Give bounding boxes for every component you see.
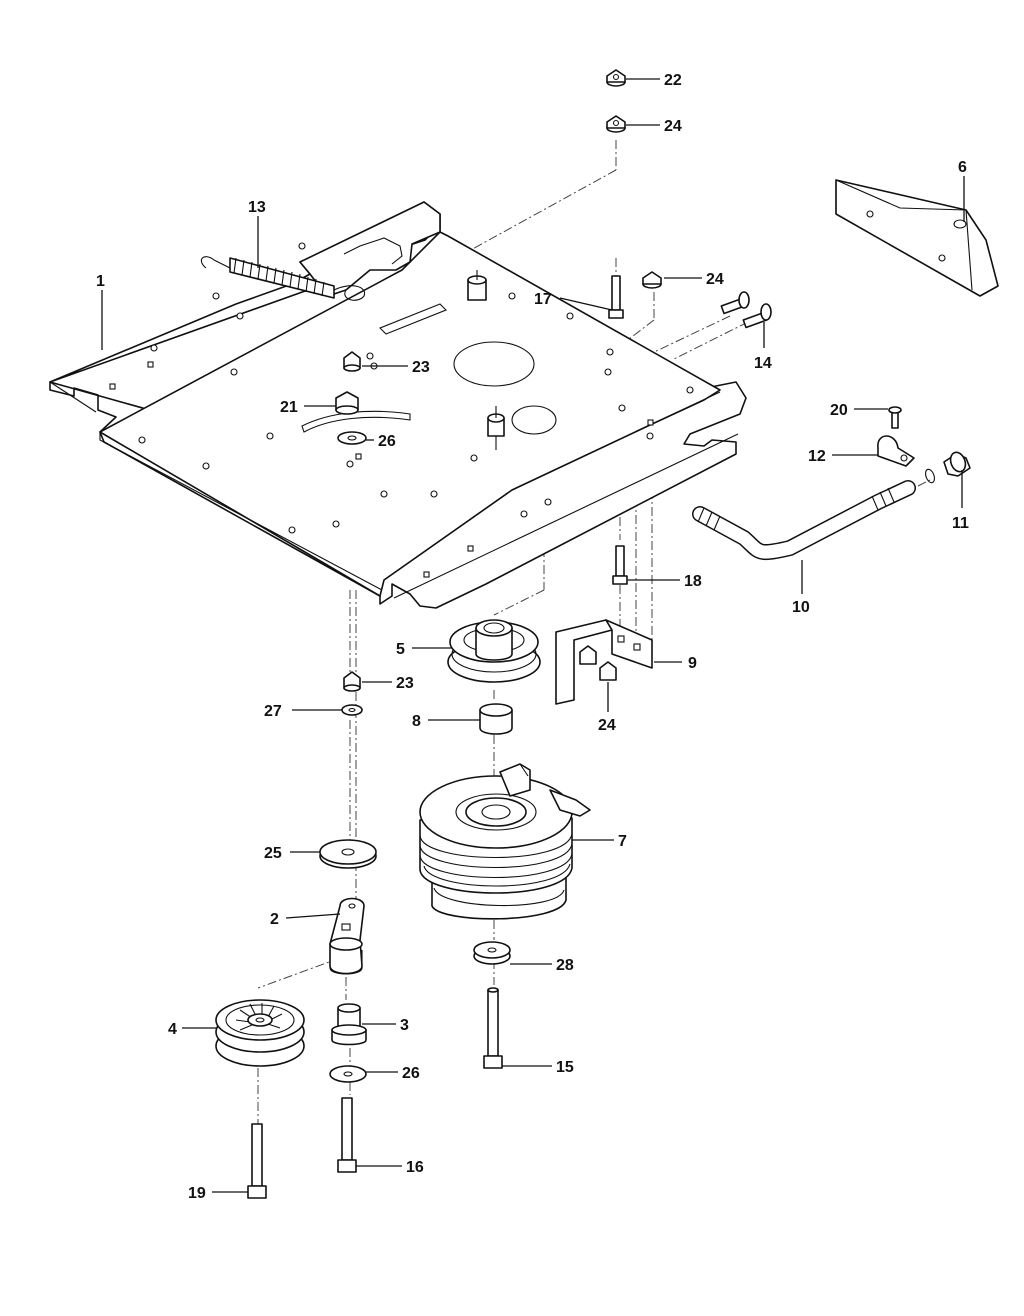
- hose-clamp-assembly: [877, 406, 971, 484]
- callout-14: 14: [754, 355, 772, 372]
- idler-pulley: [215, 999, 305, 1067]
- spacer-3-washer-bolt-16: [329, 1003, 367, 1173]
- callout-24: 24: [598, 717, 616, 734]
- idler-arm: [329, 897, 365, 975]
- callout-23: 23: [412, 359, 430, 376]
- callout-15: 15: [556, 1059, 574, 1076]
- callout-10: 10: [792, 599, 810, 616]
- callout-27: 27: [264, 703, 282, 720]
- bolt-19: [247, 1123, 267, 1199]
- callout-12: 12: [808, 448, 826, 465]
- tension-spring: [200, 256, 366, 301]
- callout-26: 26: [402, 1065, 420, 1082]
- callout-18: 18: [684, 573, 702, 590]
- washer-25: [319, 839, 377, 869]
- deck-plate: [49, 201, 747, 609]
- callout-16: 16: [406, 1159, 424, 1176]
- callout-leaders: [101, 78, 965, 1193]
- washer-28: [473, 941, 511, 965]
- callout-21: 21: [280, 399, 298, 416]
- callout-7: 7: [618, 833, 627, 850]
- lower-nut-washer: [341, 671, 363, 716]
- callout-8: 8: [412, 713, 421, 730]
- callout-24: 24: [706, 271, 724, 288]
- callout-4: 4: [168, 1021, 177, 1038]
- callout-20: 20: [830, 402, 848, 419]
- flange-nut-mid: [642, 271, 662, 289]
- callout-13: 13: [248, 199, 266, 216]
- bolt-15: [483, 987, 503, 1069]
- flange-nut-top: [606, 69, 626, 133]
- callout-2: 2: [270, 911, 279, 928]
- callout-22: 22: [664, 72, 682, 89]
- mounting-bracket: [835, 179, 999, 297]
- callout-11: 11: [952, 515, 969, 532]
- carriage-bolts: [720, 291, 772, 329]
- callout-28: 28: [556, 957, 574, 974]
- bracket-9: [555, 619, 653, 705]
- spacer-8: [479, 703, 513, 735]
- callout-19: 19: [188, 1185, 206, 1202]
- callout-23: 23: [396, 675, 414, 692]
- callout-numbers: 22 24 6 13 1 17 24 14 23 21 26 20 12 11 …: [96, 72, 969, 1202]
- bolt-17: [608, 275, 624, 319]
- pulley-5: [447, 619, 541, 683]
- upper-nuts-washer: [335, 351, 367, 445]
- hydraulic-hose: [692, 480, 916, 561]
- bolt-18: [612, 545, 628, 585]
- callout-5: 5: [396, 641, 405, 658]
- callout-25: 25: [264, 845, 282, 862]
- callout-17: 17: [534, 291, 552, 308]
- callout-3: 3: [400, 1017, 409, 1034]
- callout-24: 24: [664, 118, 682, 135]
- callout-6: 6: [958, 159, 967, 176]
- electric-clutch: [419, 763, 591, 920]
- callout-9: 9: [688, 655, 697, 672]
- callout-1: 1: [96, 273, 105, 290]
- callout-26: 26: [378, 433, 396, 450]
